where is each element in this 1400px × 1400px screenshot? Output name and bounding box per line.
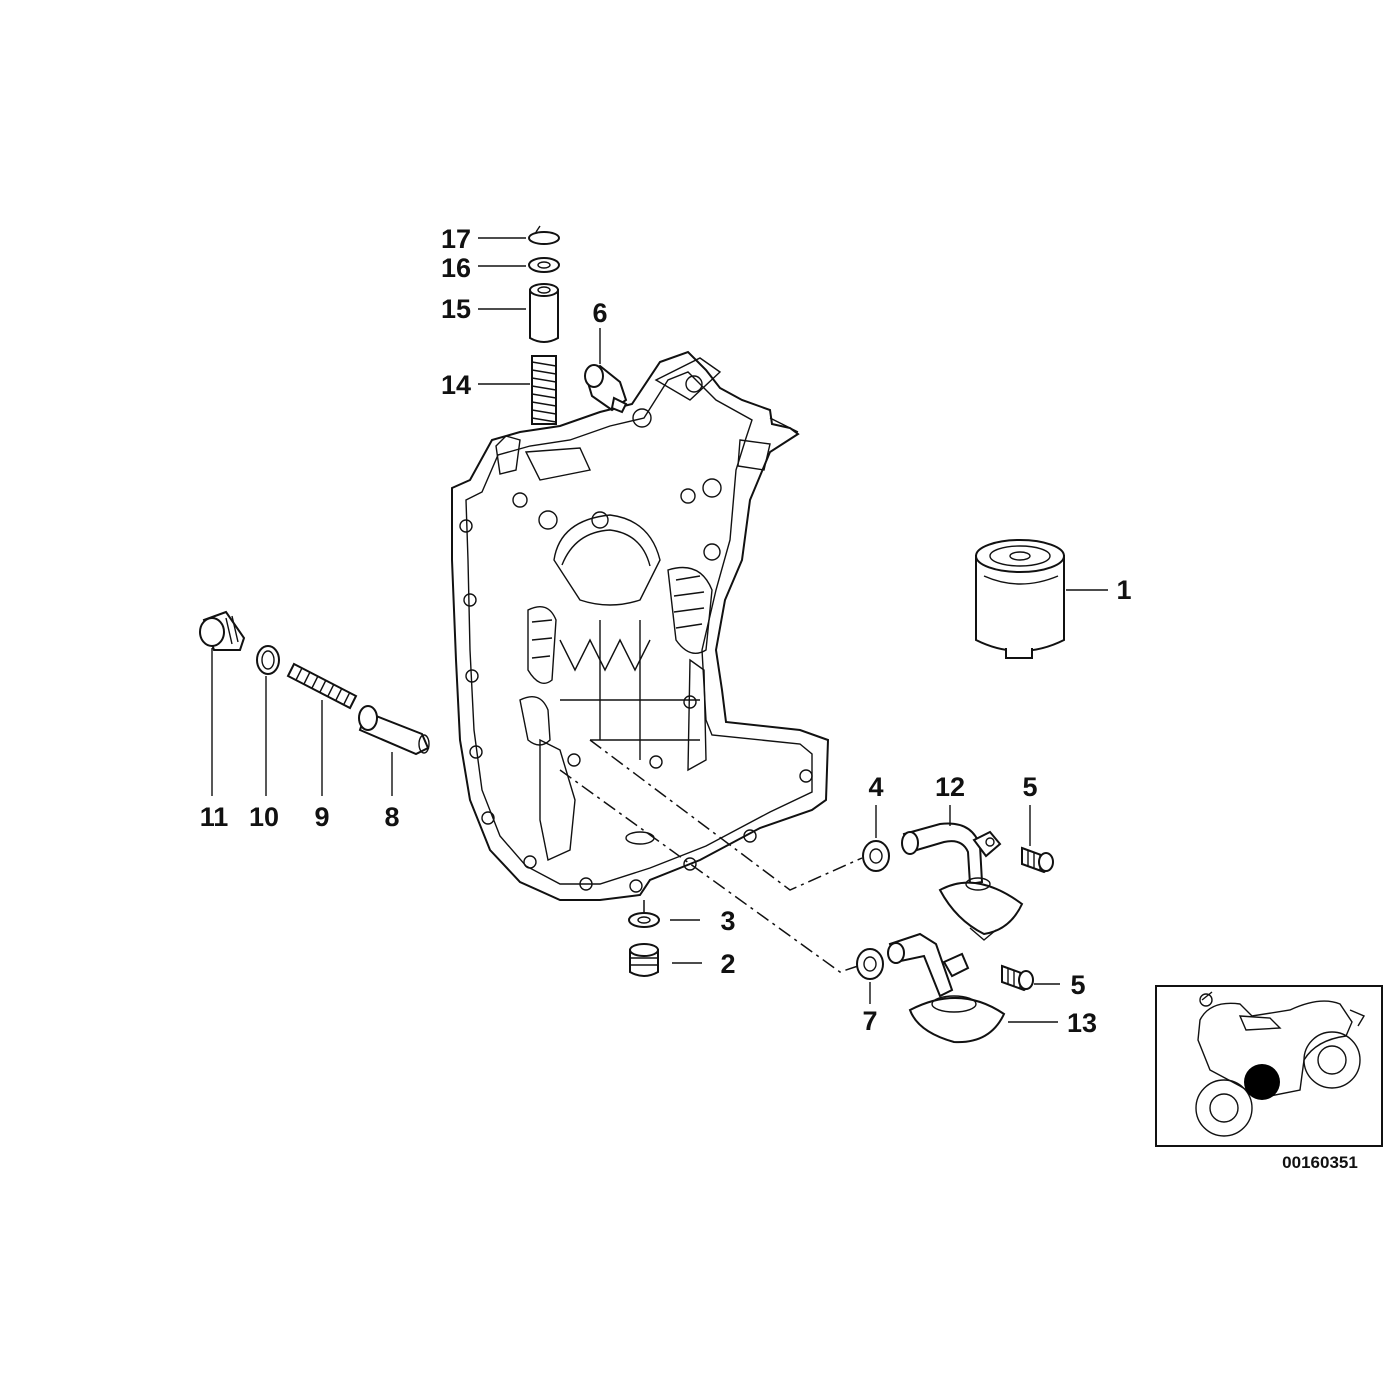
assembly-line-4 bbox=[589, 739, 863, 891]
circlip-17 bbox=[528, 225, 560, 245]
oil-strainer-pipe bbox=[887, 932, 1006, 1044]
crankcase-housing bbox=[451, 350, 830, 901]
drain-plug bbox=[629, 943, 659, 977]
callout-5-upper: 5 bbox=[1022, 772, 1037, 802]
sealing-washer bbox=[628, 912, 660, 928]
elbow-fitting bbox=[584, 364, 628, 414]
callout-15: 15 bbox=[441, 294, 471, 324]
callout-17: 17 bbox=[441, 224, 471, 254]
callout-8: 8 bbox=[384, 802, 399, 832]
seal-ring-10 bbox=[256, 645, 280, 675]
washer-16 bbox=[528, 257, 560, 273]
callout-12: 12 bbox=[935, 772, 965, 802]
oil-suction-pipe bbox=[901, 822, 1024, 941]
locator-inset bbox=[1155, 985, 1383, 1147]
spring-14 bbox=[531, 355, 557, 425]
callout-13: 13 bbox=[1067, 1008, 1097, 1038]
callout-16: 16 bbox=[441, 253, 471, 283]
callout-14: 14 bbox=[441, 370, 471, 400]
location-dot bbox=[1244, 1064, 1280, 1100]
plug-11 bbox=[199, 610, 246, 651]
motorcycle-icon bbox=[1195, 991, 1366, 1137]
oil-filter bbox=[975, 539, 1065, 659]
seal-ring-7 bbox=[856, 948, 884, 980]
bolt-upper bbox=[1021, 846, 1054, 874]
callout-2: 2 bbox=[720, 949, 735, 979]
callout-5-lower: 5 bbox=[1070, 970, 1085, 1000]
seal-ring-4 bbox=[862, 840, 890, 872]
callout-7: 7 bbox=[862, 1006, 877, 1036]
callout-6: 6 bbox=[592, 298, 607, 328]
spring-9 bbox=[286, 662, 358, 710]
callout-10: 10 bbox=[249, 802, 279, 832]
callout-1: 1 bbox=[1116, 575, 1131, 605]
leader-lines bbox=[211, 237, 1108, 1023]
piston-15 bbox=[529, 283, 559, 343]
bolt-lower bbox=[1001, 964, 1034, 992]
callout-11: 11 bbox=[200, 802, 229, 832]
assembly-line-7 bbox=[559, 769, 859, 973]
drawing-number: 00160351 bbox=[1282, 1153, 1358, 1172]
callout-4: 4 bbox=[868, 772, 883, 802]
callout-9: 9 bbox=[314, 802, 329, 832]
piston-8 bbox=[358, 705, 430, 756]
callout-3: 3 bbox=[720, 906, 735, 936]
